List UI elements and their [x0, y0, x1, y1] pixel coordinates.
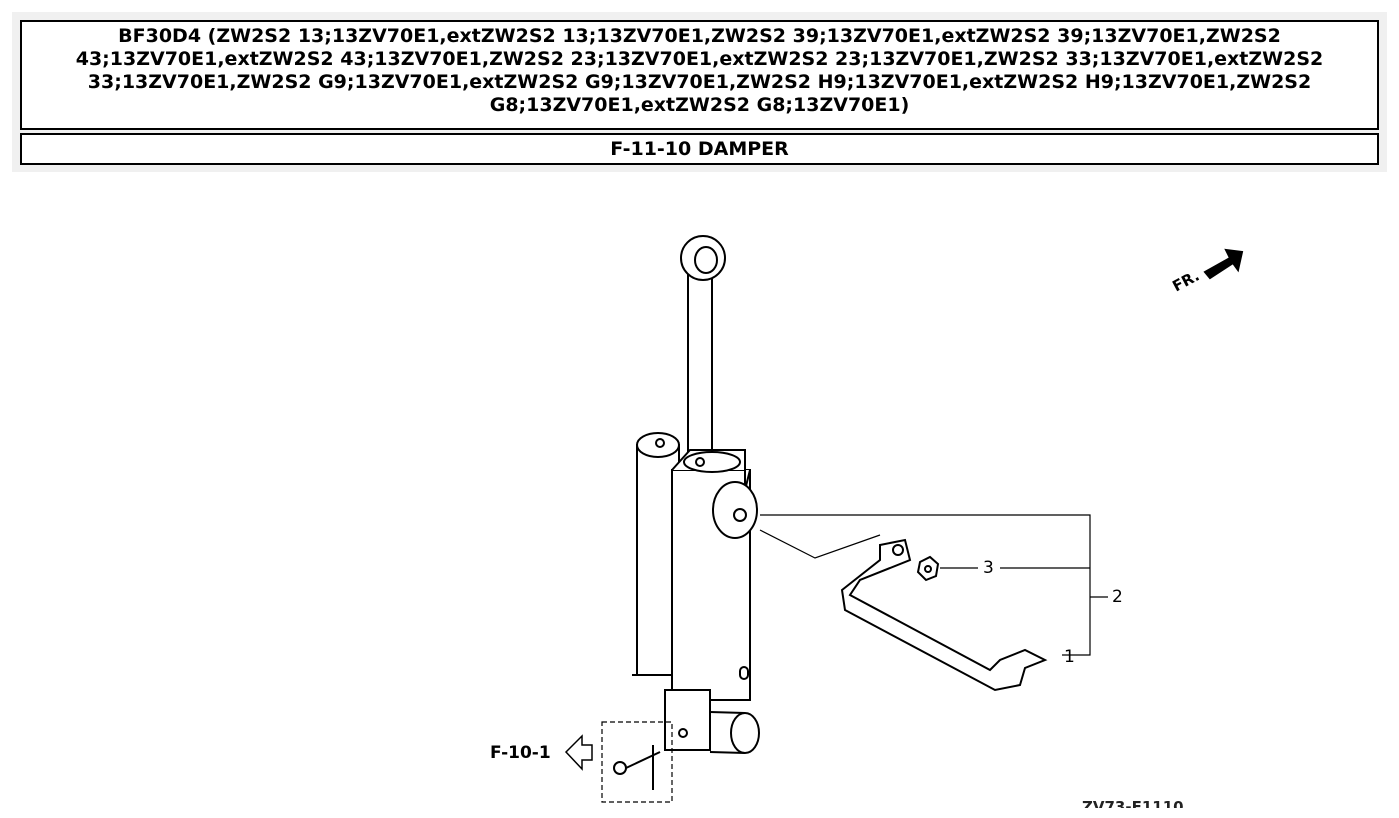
drawing-code: ZV73-F1110 [1082, 798, 1184, 808]
reference-link-f-10-1[interactable]: F-10-1 [490, 743, 551, 763]
damper-rod [680, 235, 726, 455]
model-title: BF30D4 (ZW2S2 13;13ZV70E1,extZW2S2 13;13… [20, 20, 1379, 130]
section-title: F-11-10 DAMPER [20, 133, 1379, 165]
front-arrow-icon [1203, 248, 1244, 280]
bolt-assembly [601, 721, 673, 803]
callout-1[interactable]: 1 [1064, 647, 1075, 667]
callout-2[interactable]: 2 [1112, 587, 1123, 607]
callout-3[interactable]: 3 [983, 558, 994, 578]
bracket-part-1 [840, 538, 1048, 692]
leader-lines [759, 514, 1108, 656]
damper-body [632, 449, 760, 754]
nut-part-3 [916, 555, 940, 582]
reference-arrow-icon[interactable] [564, 734, 593, 771]
